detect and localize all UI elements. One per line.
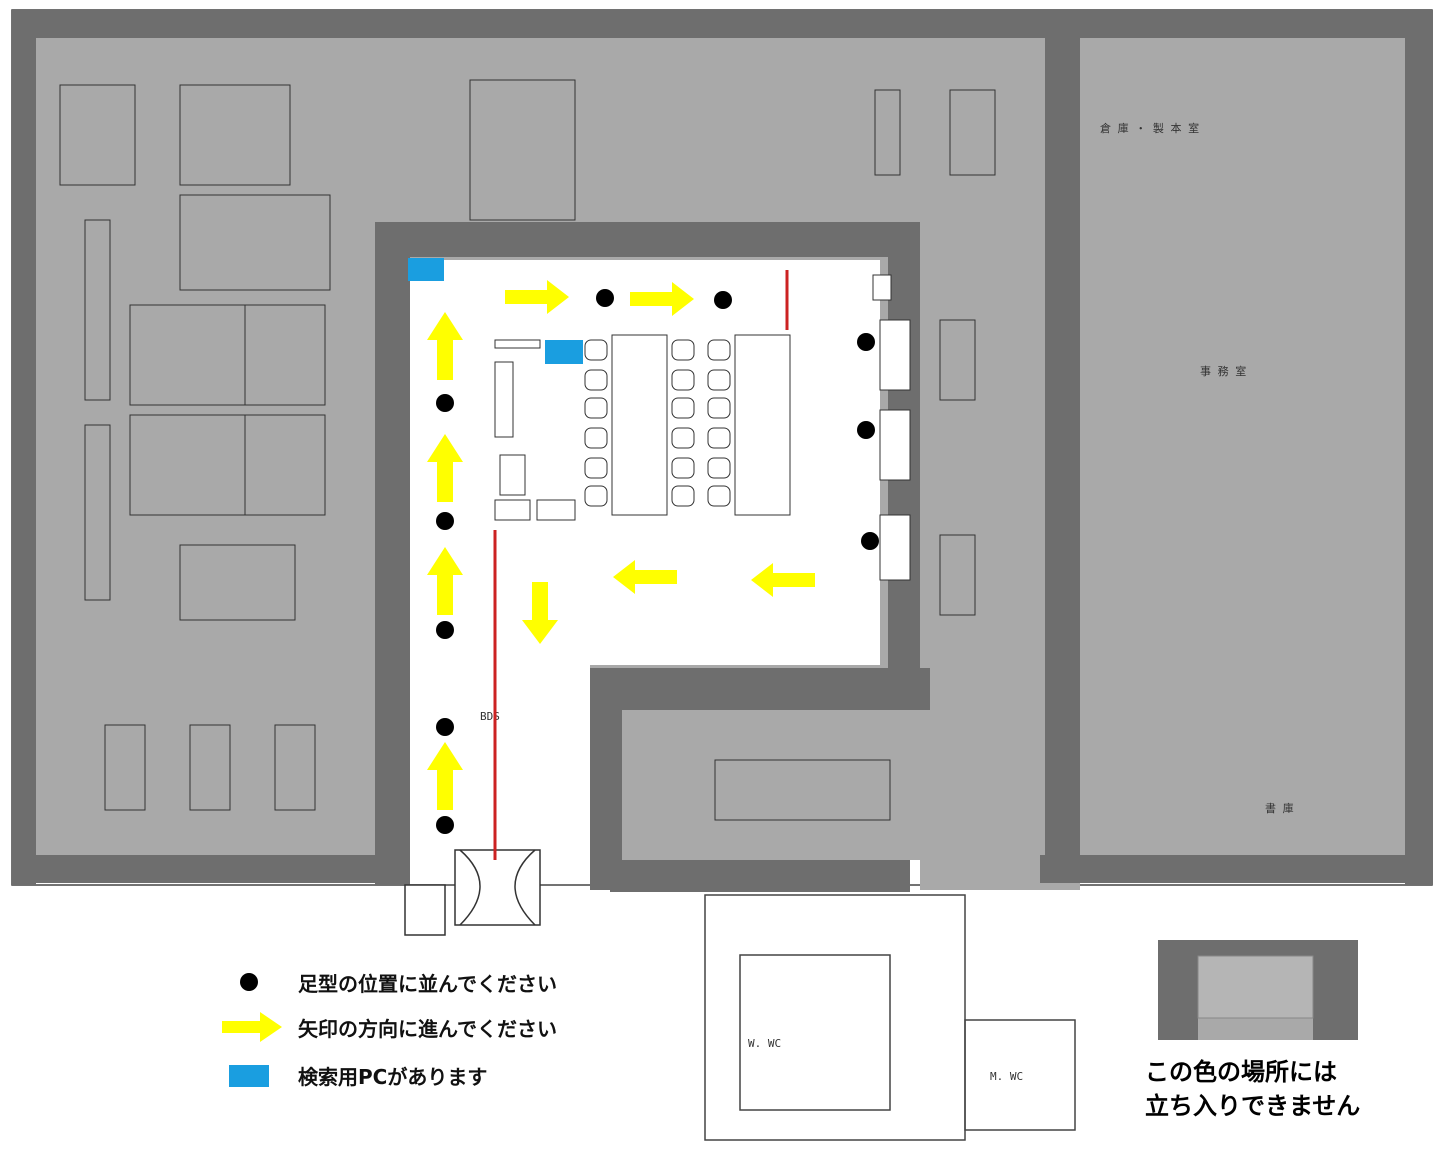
- restricted-note-line2: 立ち入りできません: [1145, 1092, 1361, 1120]
- wc-label-men: M. WC: [990, 1070, 1023, 1083]
- chairs-col-1: [584, 339, 608, 507]
- footprint-markers: [436, 289, 879, 834]
- legend-footprint-icon: [240, 973, 258, 991]
- arrow-right-icon: [630, 282, 694, 316]
- chairs-col-3: [707, 339, 731, 507]
- footprint-icon: [857, 333, 875, 351]
- footprint-icon: [596, 289, 614, 307]
- walls: [12, 10, 1433, 892]
- arrow-up-icon: [427, 434, 463, 502]
- furniture: [59, 79, 996, 821]
- footprint-icon: [436, 718, 454, 736]
- arrow-down-icon: [522, 582, 558, 644]
- wc-label-women: W. WC: [748, 1037, 781, 1050]
- footprint-icon: [436, 816, 454, 834]
- legend-pc-label: 検索用PCがあります: [298, 1065, 488, 1089]
- search-pc-marker: [545, 340, 583, 364]
- footprint-icon: [857, 421, 875, 439]
- footprint-icon: [436, 621, 454, 639]
- arrow-up-icon: [427, 547, 463, 615]
- entrance-label: BDS: [480, 710, 500, 723]
- arrow-right-icon: [505, 280, 569, 314]
- legend-pc-icon: [229, 1065, 269, 1087]
- restricted-swatch: [1158, 940, 1358, 1040]
- footprint-icon: [861, 532, 879, 550]
- room-label-stacks: 書 庫: [1265, 801, 1294, 815]
- arrow-up-icon: [427, 312, 463, 380]
- open-area-furniture: [494, 274, 911, 581]
- room-label-office: 事 務 室: [1200, 364, 1246, 378]
- entrance-doors: [404, 849, 541, 936]
- arrow-up-icon: [427, 742, 463, 810]
- queue-lines: [493, 270, 789, 860]
- legend-footprint-label: 足型の位置に並んでください: [298, 972, 557, 996]
- search-pc-marker: [408, 258, 444, 281]
- footprint-icon: [714, 291, 732, 309]
- legend-arrow-icon: [222, 1012, 282, 1042]
- footprint-icon: [436, 394, 454, 412]
- arrow-left-icon: [751, 563, 815, 597]
- footprint-icon: [436, 512, 454, 530]
- chairs-col-2: [671, 339, 695, 507]
- direction-arrows: [427, 280, 815, 810]
- arrow-left-icon: [613, 560, 677, 594]
- legend-arrow-label: 矢印の方向に進んでください: [298, 1017, 557, 1041]
- restricted-note-line1: この色の場所には: [1145, 1058, 1337, 1086]
- room-label-storage: 倉 庫 ・ 製 本 室: [1100, 121, 1199, 135]
